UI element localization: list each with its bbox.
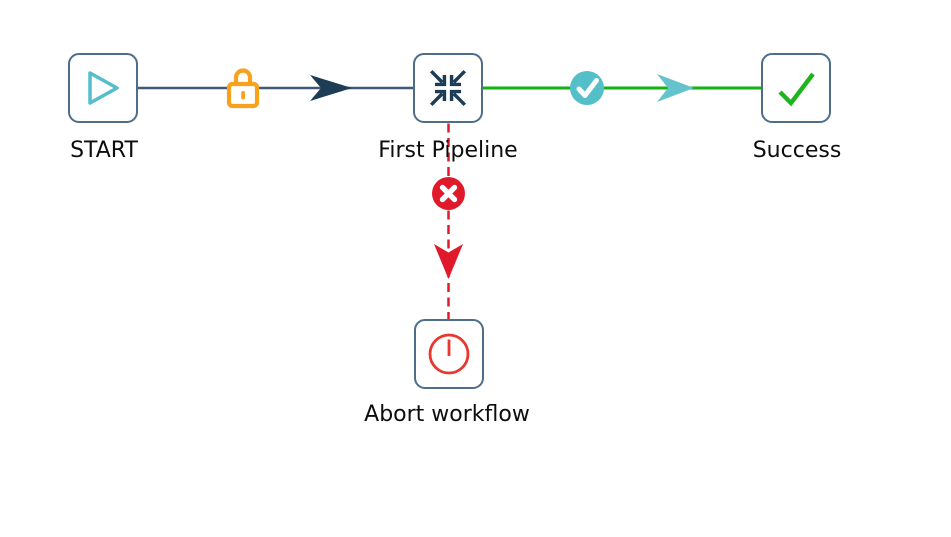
node-abort-workflow[interactable] bbox=[414, 319, 484, 389]
node-label-start: START bbox=[70, 138, 138, 163]
error-circle-icon bbox=[432, 177, 465, 210]
lock-icon bbox=[226, 68, 260, 109]
arrowhead-navy-icon bbox=[310, 75, 352, 101]
node-start[interactable] bbox=[68, 53, 138, 123]
arrowhead-red-icon bbox=[434, 244, 463, 279]
node-label-first-pipeline: First Pipeline bbox=[378, 138, 518, 163]
node-label-success: Success bbox=[752, 138, 842, 163]
arrowhead-teal-icon bbox=[657, 74, 694, 102]
node-success[interactable] bbox=[761, 53, 831, 123]
check-icon bbox=[778, 72, 815, 107]
node-first-pipeline[interactable] bbox=[413, 53, 483, 123]
stop-icon bbox=[428, 333, 470, 375]
converge-arrows-icon bbox=[429, 69, 467, 107]
play-icon bbox=[88, 71, 119, 105]
node-label-abort-workflow: Abort workflow bbox=[364, 402, 530, 427]
check-circle-icon bbox=[570, 71, 604, 105]
